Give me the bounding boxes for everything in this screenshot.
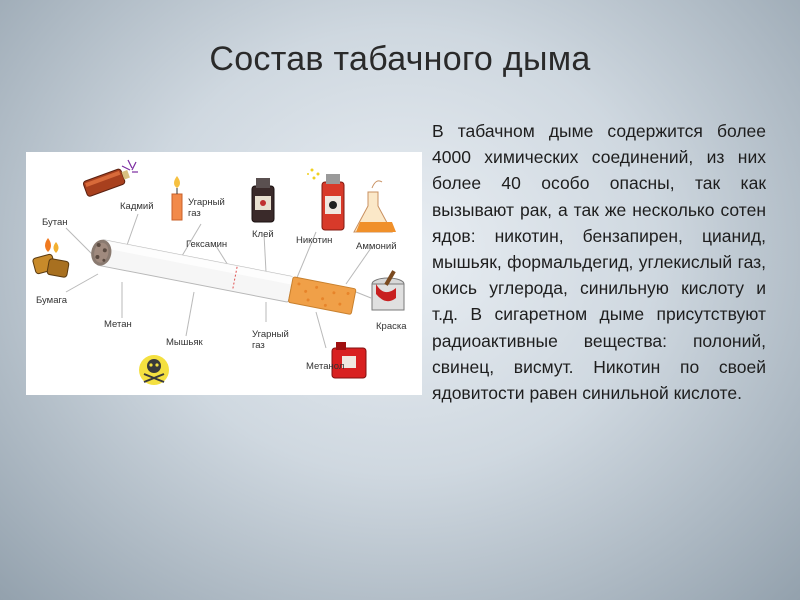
label-metanol: Метанол: [306, 361, 345, 372]
cigarette-icon: [91, 239, 357, 315]
label-nikotin: Никотин: [296, 235, 333, 246]
leader-lines: [65, 213, 372, 349]
fuel-canister-icon: [331, 342, 367, 379]
candle-icon: [171, 176, 183, 221]
label-ugarny-gaz-top-1: Угарный: [188, 197, 225, 208]
label-geksamin: Гексамин: [186, 239, 228, 250]
label-metan: Метан: [104, 319, 132, 330]
label-ammoniy: Аммоний: [356, 241, 397, 252]
label-myshyak: Мышьяк: [166, 337, 203, 348]
paint-can-icon: [371, 270, 405, 311]
label-bumaga: Бумага: [36, 295, 68, 306]
label-kadmiy: Кадмий: [120, 201, 154, 212]
glue-bottle-icon: [251, 178, 275, 223]
skull-icon: [139, 355, 169, 385]
label-ugarny-gaz-bottom-2: газ: [252, 340, 265, 351]
label-ugarny-gaz-bottom-1: Угарный: [252, 329, 289, 340]
label-ugarny-gaz-top-2: газ: [188, 208, 201, 219]
label-kraska: Краска: [376, 321, 407, 332]
flask-icon: [353, 180, 396, 233]
label-klei: Клей: [252, 229, 274, 240]
lighters-icon: [32, 238, 70, 278]
battery-icon: [82, 168, 130, 197]
slide-title: Состав табачного дыма: [209, 40, 591, 78]
spray-can-icon: [307, 168, 345, 231]
label-butan: Бутан: [42, 217, 68, 228]
battery-spark-icon: [121, 159, 138, 173]
body-text: В табачном дыме содержится более 4000 хи…: [432, 118, 766, 406]
body-paragraph: В табачном дыме содержится более 4000 хи…: [432, 121, 766, 404]
cigarette-diagram: Бутан Кадмий Угарный газ Гексамин Клей Н…: [26, 152, 422, 395]
diagram-graphics: [32, 159, 405, 385]
